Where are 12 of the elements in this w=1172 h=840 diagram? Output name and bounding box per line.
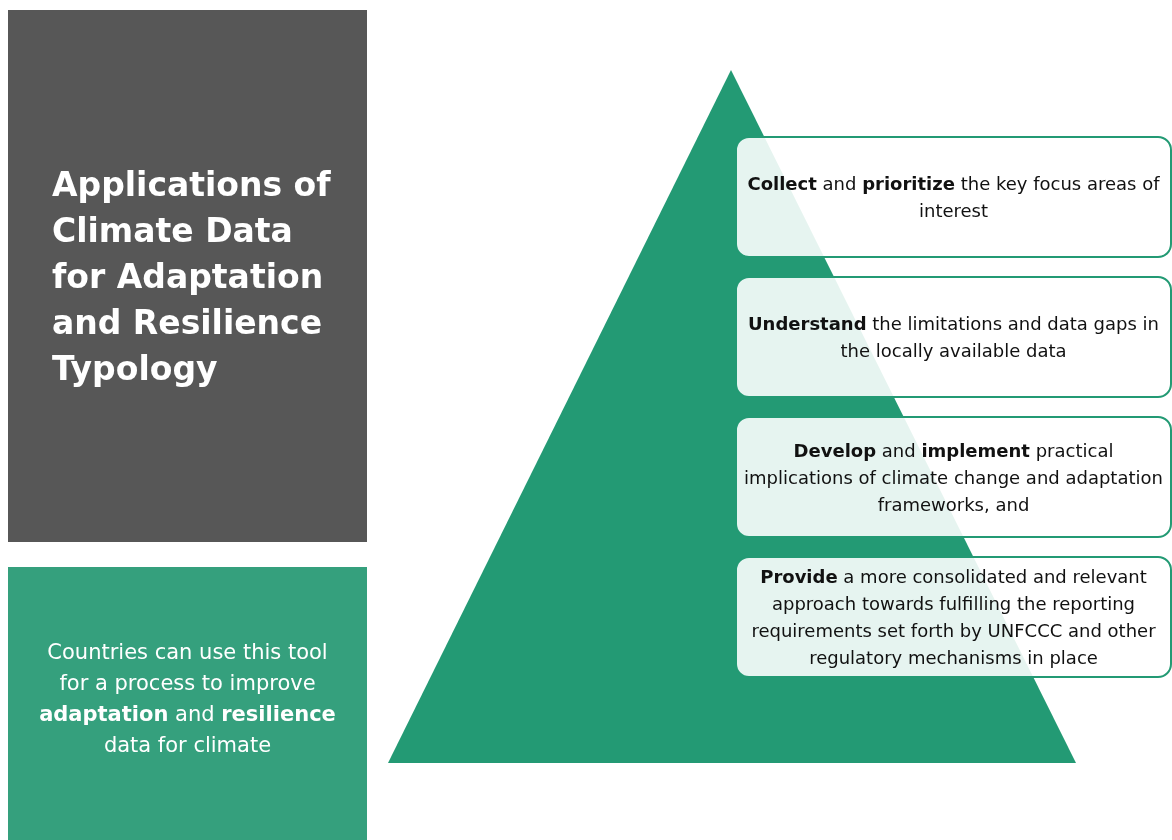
description-text: Countries can use this tool for a process to improve adaptation and resilience data for climate bbox=[38, 639, 337, 759]
step-card bbox=[735, 276, 1172, 398]
panel-title: Applications of Climate Data for Adaptation and Resilience Typology bbox=[52, 164, 332, 390]
step-text: Understand the limitations and data gaps in the locally available data bbox=[747, 312, 1160, 363]
description-panel bbox=[8, 567, 367, 840]
step-text: Develop and implement practical implications of climate change and adaptation frameworks, and bbox=[743, 438, 1164, 517]
step-text: Collect and prioritize the key focus areas of interest bbox=[746, 172, 1161, 223]
step-card bbox=[735, 556, 1172, 678]
step-text: Provide a more consolidated and relevant approach towards fulfilling the reporting requirements set forth by UNFCCC and other regulatory mechanisms in place bbox=[750, 565, 1157, 670]
title-panel bbox=[8, 10, 367, 542]
step-card bbox=[735, 136, 1172, 258]
step-card bbox=[735, 416, 1172, 538]
